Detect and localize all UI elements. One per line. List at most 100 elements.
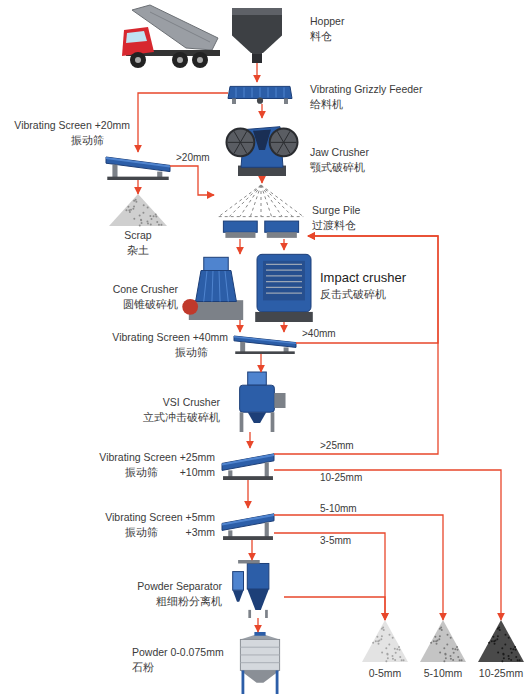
pile-grain [436, 640, 438, 642]
pile-grain [439, 635, 441, 637]
pile-grain [491, 640, 493, 642]
pile-grain [447, 634, 449, 636]
cone-motor [182, 299, 198, 315]
pile-grain [507, 655, 509, 657]
flow-arrow [274, 515, 443, 620]
flow-label: >25mm [320, 440, 354, 452]
cone-rib [219, 271, 220, 302]
pile-grain [519, 659, 521, 661]
impact-vent [266, 287, 302, 288]
equipment-name: Impact crusher [320, 270, 490, 286]
pile-body [478, 620, 524, 662]
pile-grain [515, 656, 517, 658]
vibrating-feeder: Vibrating Grizzly Feeder给料机 [228, 82, 292, 104]
pile-grain [160, 224, 162, 226]
vibrating-screen: Vibrating Screen +20mm振动筛 [106, 152, 170, 180]
equipment-illustration [226, 372, 288, 432]
screen-base [223, 476, 273, 480]
surge-spray [240, 185, 261, 217]
vibrating-screen: Vibrating Screen +25mm振动筛+10mm [222, 448, 274, 480]
surge-spray [261, 185, 282, 217]
pile-body [420, 620, 466, 662]
vsi-motor [274, 393, 285, 408]
truck-hub [135, 57, 141, 63]
product-pile: 5-10mm [420, 620, 466, 662]
pile-grain [396, 648, 398, 650]
pile-grain [155, 216, 157, 218]
silo-seam [240, 662, 279, 663]
truck-wheel [172, 52, 188, 68]
flow-label: 3-5mm [320, 535, 351, 547]
equipment-name: Surge Pile [312, 204, 462, 217]
pile-grain [381, 628, 383, 630]
feeder-body [228, 86, 292, 98]
pile-grain [403, 659, 405, 661]
silo-seam [240, 647, 279, 648]
equipment-illustration [228, 82, 292, 104]
vsi-body [240, 385, 275, 412]
cone-rib [212, 271, 213, 302]
vibrating-screen: Vibrating Screen +40mm振动筛 [234, 332, 296, 354]
separator-leg [248, 610, 251, 618]
pile-grain [499, 629, 501, 631]
flow-arrow [251, 540, 252, 560]
flow-arrow [283, 322, 284, 332]
pile-grain [135, 201, 137, 203]
equipment-illustration [478, 620, 524, 662]
equipment-label: 振动筛 [40, 466, 158, 479]
feeder-bar [276, 88, 277, 98]
equipment-name: Vibrating Screen +25mm [20, 451, 215, 464]
pile-grain [381, 635, 383, 637]
equipment-label: +10mm [160, 466, 215, 479]
equipment-illustration [214, 183, 308, 239]
equipment-label: 粗细粉分离机 [40, 595, 222, 608]
pile-grain [492, 636, 494, 638]
equipment-illustration [230, 560, 284, 618]
feeder-bar [236, 88, 237, 98]
surge-spray [229, 185, 261, 217]
impact-panel [263, 261, 305, 301]
impact-vent [266, 275, 302, 276]
cone-rib [204, 271, 207, 302]
jaw-spoke [234, 131, 247, 153]
pile-grain [158, 224, 160, 226]
pile-grain [130, 209, 132, 211]
pile-grain [401, 659, 403, 661]
truck-window [126, 31, 147, 43]
truck-wheel [192, 52, 208, 68]
equipment-illustration [254, 250, 314, 322]
pile-grain [497, 628, 499, 630]
equipment-illustration [232, 632, 288, 694]
pile-grain [512, 648, 514, 650]
flow-label: 10-25mm [320, 472, 362, 484]
equipment-name: VSI Crusher [40, 396, 220, 409]
equipment-label: 石粉 [132, 661, 232, 674]
pile-grain [387, 653, 389, 655]
screen-base [235, 351, 295, 354]
flow-arrow [256, 63, 257, 82]
pile-grain [129, 211, 131, 213]
equipment-label: +3mm [160, 526, 215, 539]
pile-grain [155, 214, 157, 216]
pile-grain [146, 220, 148, 222]
pile-grain [378, 643, 380, 645]
pile-grain [125, 209, 127, 211]
equipment-illustration [232, 8, 282, 63]
equipment-illustration [232, 118, 292, 176]
surge-spray [261, 185, 293, 217]
vibrating-screen: Vibrating Screen +5mm振动筛+3mm [222, 508, 274, 540]
hopper-body [232, 14, 282, 53]
pile-grain [511, 652, 513, 654]
powder-silo: Powder 0-0.075mm石粉 [232, 632, 288, 694]
flow-arrow [274, 470, 501, 620]
surge-feeder-base [225, 232, 255, 238]
jaw-spoke [277, 131, 290, 153]
vsi-crusher: VSI Crusher立式冲击破碎机 [226, 372, 288, 432]
pile-grain [508, 637, 510, 639]
equipment-label: 振动筛 [0, 134, 104, 147]
pile-grain [444, 653, 446, 655]
pile-grain [133, 205, 135, 207]
truck-hub [197, 57, 203, 63]
flow-label: >20mm [176, 152, 210, 164]
separator-cyclone [233, 572, 244, 591]
